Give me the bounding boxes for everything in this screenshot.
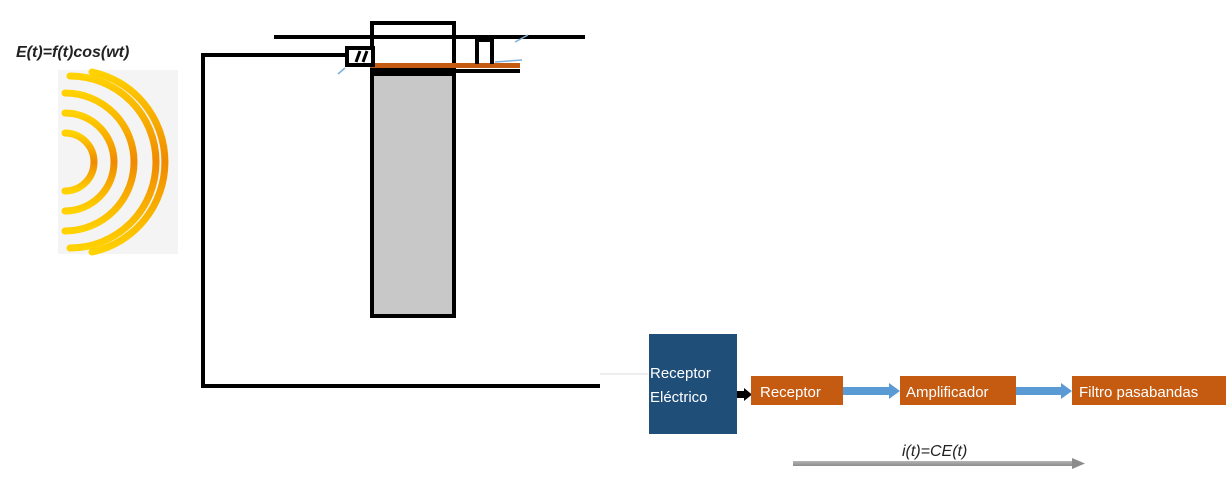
- electric-receiver-label-2: Eléctrico: [650, 389, 708, 406]
- bandpass-filter-label: Filtro pasabandas: [1079, 384, 1198, 401]
- electric-receiver-block: Receptor Eléctrico: [649, 334, 737, 434]
- sensor-housing: [370, 21, 456, 69]
- amplifier-block: Amplificador: [900, 376, 1016, 405]
- output-equation: i(t)=CE(t): [902, 443, 967, 460]
- copper-plate: [370, 63, 520, 68]
- receiver-label: Receptor: [760, 384, 821, 401]
- small-bracket: [475, 38, 494, 64]
- receiver-block: Receptor: [751, 376, 843, 405]
- amplifier-label: Amplificador: [906, 384, 989, 401]
- sensor-assembly: [274, 21, 585, 318]
- output-arrow: [793, 458, 1085, 469]
- flow-arrow-2: [1016, 383, 1072, 399]
- radio-waves-icon: [58, 68, 178, 256]
- flow-arrow-1: [843, 383, 900, 399]
- connector-clamp: [345, 46, 375, 67]
- electric-receiver-label-1: Receptor: [650, 365, 711, 382]
- signal-wire: [201, 53, 600, 388]
- bandpass-filter-block: Filtro pasabandas: [1072, 376, 1226, 405]
- sensor-body: [370, 72, 456, 318]
- connector-arrow: [737, 388, 752, 401]
- input-equation: E(t)=f(t)cos(wt): [16, 44, 129, 61]
